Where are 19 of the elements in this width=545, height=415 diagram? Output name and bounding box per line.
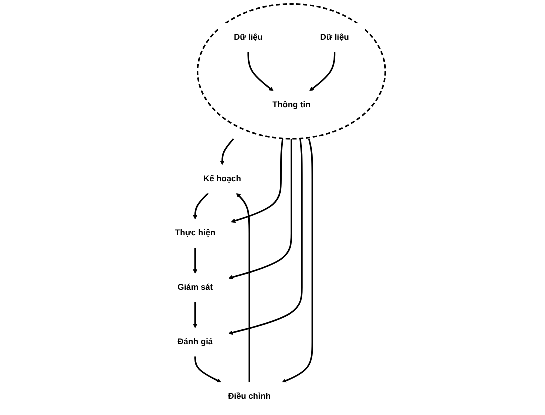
node-text: Thực hiện: [175, 228, 216, 238]
node-text: Thông tin: [272, 100, 311, 110]
arrow: [193, 302, 198, 328]
arrow: [193, 192, 209, 220]
arrow: [220, 138, 234, 166]
node-text: Đánh giá: [178, 338, 214, 347]
cluster: [197, 3, 386, 140]
arrow: [310, 52, 336, 92]
arrow: [236, 193, 250, 383]
arrow: [194, 356, 222, 383]
arrow: [228, 138, 303, 336]
node-text: Giám sát: [178, 283, 214, 292]
node-text: Kế hoạch: [204, 174, 242, 184]
arrow: [248, 52, 274, 92]
arrow: [282, 138, 314, 384]
arrow: [231, 138, 284, 224]
node-text: Điều chỉnh: [228, 392, 271, 401]
arrow: [193, 248, 198, 274]
arrow: [228, 139, 292, 280]
